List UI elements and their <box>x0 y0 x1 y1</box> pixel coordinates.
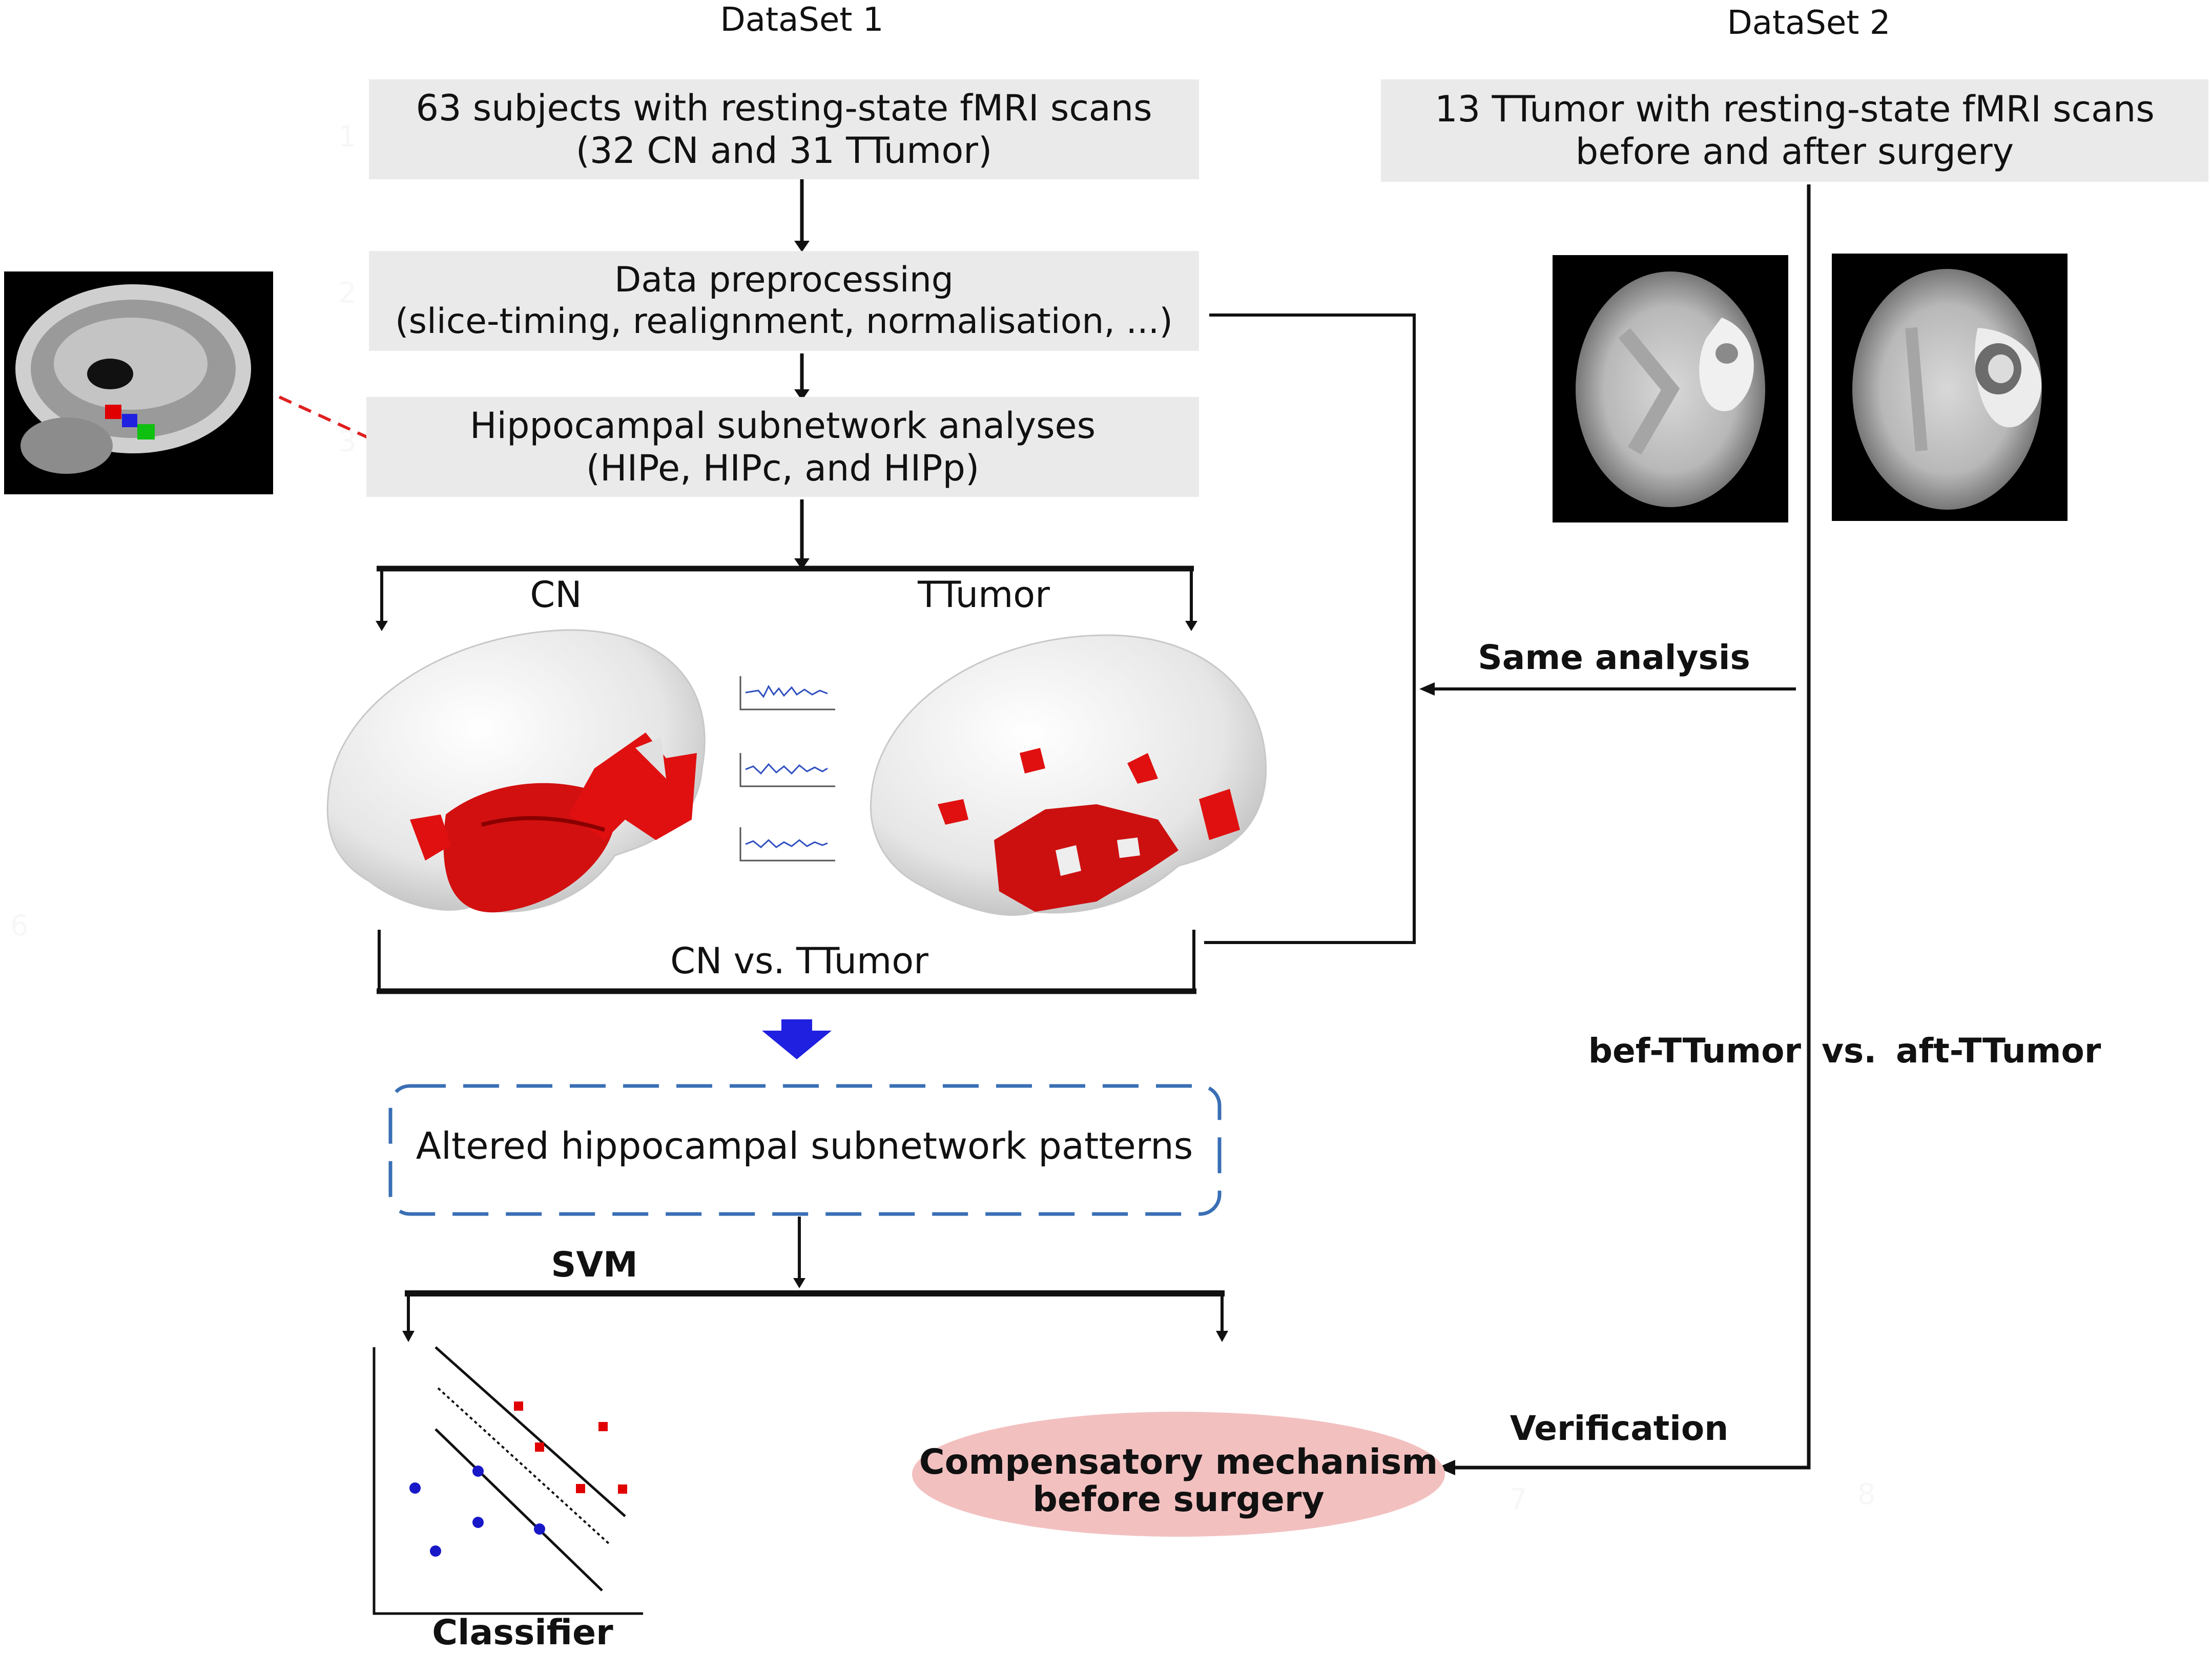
ttumor-label: TTumor <box>918 574 1050 616</box>
comparison-label: CN vs. TTumor <box>670 940 928 982</box>
hippocampal-box-line1: Hippocampal subnetwork analyses <box>469 404 1096 447</box>
hippocampal-box-line2: (HIPe, HIPc, and HIPp) <box>586 447 980 489</box>
group-bracket-top <box>376 566 1197 631</box>
altered-patterns-dashed-box <box>388 1084 1222 1216</box>
mri-scan-after <box>1832 254 2068 521</box>
subjects-box-line1: 63 subjects with resting-state fMRI scan… <box>416 87 1152 129</box>
step-number: 8 <box>1857 1478 1876 1511</box>
dataset2-box-line2: before and after surgery <box>1575 131 2014 173</box>
vs-label: vs. <box>1822 1031 1877 1071</box>
comparison-bracket <box>377 930 1196 994</box>
dataset1-title: DataSet 1 <box>720 1 884 39</box>
svm-classifier-plot <box>373 1346 643 1615</box>
cn-label: CN <box>530 574 582 616</box>
step-number: 1 <box>338 120 357 154</box>
svm-bracket <box>402 1290 1228 1342</box>
preprocessing-box-line1: Data preprocessing <box>614 260 954 301</box>
sagittal-brain-image <box>4 271 273 494</box>
mri-scan-before <box>1553 255 1788 522</box>
svm-arrow <box>793 1217 805 1288</box>
preprocessing-box: Data preprocessing (slice-timing, realig… <box>369 251 1199 351</box>
preprocessing-box-line2: (slice-timing, realignment, normalisatio… <box>395 301 1173 342</box>
verification-label: Verification <box>1510 1409 1729 1448</box>
bef-ttumor-label: bef-TTumor <box>1588 1031 1801 1071</box>
compensatory-line2: before surgery <box>1032 1479 1325 1520</box>
compensatory-ellipse <box>912 1412 1445 1537</box>
altered-patterns-label: Altered hippocampal subnetwork patterns <box>416 1124 1193 1167</box>
step-number: 2 <box>338 277 357 310</box>
step-number: 3 <box>338 425 357 458</box>
aft-ttumor-label: aft-TTumor <box>1896 1031 2101 1071</box>
compensatory-text: Compensatory mechanism before surgery <box>917 1443 1440 1519</box>
subjects-box-line2: (32 CN and 31 TTumor) <box>575 129 993 172</box>
compensatory-line1: Compensatory mechanism <box>919 1442 1438 1482</box>
red-dashed-connector <box>278 395 370 440</box>
dataset2-box: 13 TTumor with resting-state fMRI scans … <box>1381 79 2208 182</box>
hippocampal-box: Hippocampal subnetwork analyses (HIPe, H… <box>366 397 1199 497</box>
dataset2-box-line1: 13 TTumor with resting-state fMRI scans <box>1435 88 2155 131</box>
ttumor-brain-surface <box>870 634 1267 916</box>
classifier-label: Classifier <box>432 1613 613 1653</box>
flow-arrows <box>794 179 810 570</box>
dataset2-verification-line <box>1437 184 1811 1475</box>
svm-label: SVM <box>551 1245 638 1285</box>
same-analysis-connectors <box>1204 313 1796 944</box>
time-series-plots <box>739 676 835 862</box>
blue-down-arrow <box>762 1019 832 1059</box>
cn-brain-surface <box>326 629 706 913</box>
step-number: 7 <box>1509 1483 1527 1516</box>
subjects-box: 63 subjects with resting-state fMRI scan… <box>369 79 1199 179</box>
step-number: 6 <box>10 909 29 943</box>
dataset2-title: DataSet 2 <box>1727 4 1891 42</box>
same-analysis-label: Same analysis <box>1478 638 1750 677</box>
